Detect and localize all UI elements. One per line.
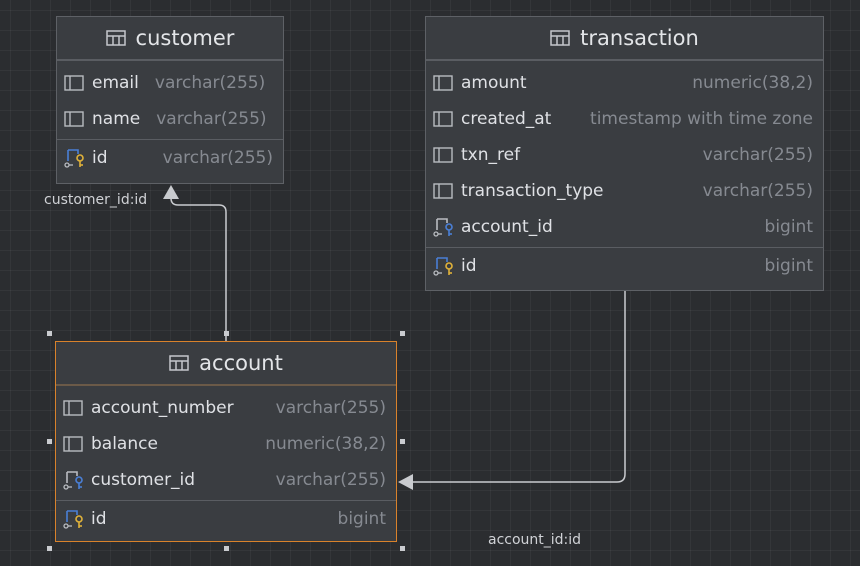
column-row[interactable]: created_at timestamp with time zone — [426, 101, 823, 137]
primary-key-divider — [56, 500, 396, 501]
column-type: bigint — [764, 217, 813, 237]
column-type: numeric(38,2) — [265, 434, 386, 454]
foreign-key-icon — [433, 217, 455, 237]
resize-handle-bottom-left[interactable] — [47, 546, 52, 551]
relationship-label-customer-id: customer_id:id — [44, 192, 148, 208]
column-name: email — [92, 73, 139, 93]
column-row[interactable]: txn_ref varchar(255) — [426, 137, 823, 173]
entity-title: account — [199, 351, 283, 375]
column-icon — [433, 109, 455, 129]
column-row[interactable]: customer_id varchar(255) — [56, 462, 396, 498]
relationship-label-account-id: account_id:id — [488, 532, 582, 548]
column-row[interactable]: id bigint — [56, 501, 396, 537]
entity-header: transaction — [426, 17, 823, 61]
primary-key-icon — [63, 509, 85, 529]
column-name: account_id — [461, 217, 553, 237]
connector-transaction-account[interactable] — [412, 290, 626, 483]
column-row[interactable]: transaction_type varchar(255) — [426, 173, 823, 209]
column-type: timestamp with time zone — [590, 109, 813, 129]
column-row[interactable]: id bigint — [426, 248, 823, 284]
entity-title: transaction — [580, 26, 699, 50]
table-icon — [550, 30, 570, 46]
column-icon — [63, 434, 85, 454]
resize-handle-top-left[interactable] — [47, 331, 52, 336]
entity-header: customer — [57, 17, 283, 61]
column-list: email varchar(255) name varchar(255) id … — [57, 61, 283, 176]
column-icon — [64, 73, 86, 93]
column-icon — [433, 145, 455, 165]
entity-customer[interactable]: customer email varchar(255) name varchar… — [56, 16, 284, 184]
column-type: bigint — [337, 509, 386, 529]
column-row[interactable]: account_number varchar(255) — [56, 390, 396, 426]
primary-key-divider — [426, 247, 823, 248]
column-name: name — [92, 109, 141, 129]
table-icon — [169, 355, 189, 371]
connector-account-customer[interactable] — [170, 197, 227, 341]
column-type: varchar(255) — [275, 470, 386, 490]
arrowhead-customer — [163, 185, 179, 199]
column-list: account_number varchar(255) balance nume… — [56, 386, 396, 537]
entity-title: customer — [135, 26, 235, 50]
entity-account[interactable]: account account_number varchar(255) bala… — [55, 341, 397, 542]
column-icon — [63, 398, 85, 418]
column-type: varchar(255) — [702, 145, 813, 165]
column-row[interactable]: amount numeric(38,2) — [426, 65, 823, 101]
column-type: varchar(255) — [154, 73, 266, 93]
primary-key-icon — [64, 148, 86, 168]
resize-handle-right[interactable] — [400, 439, 405, 444]
column-type: varchar(255) — [275, 398, 386, 418]
column-type: varchar(255) — [702, 181, 813, 201]
primary-key-divider — [57, 139, 283, 140]
column-name: id — [91, 509, 107, 529]
column-type: numeric(38,2) — [692, 73, 813, 93]
entity-header: account — [56, 342, 396, 386]
column-name: customer_id — [91, 470, 196, 490]
column-icon — [64, 109, 86, 129]
column-icon — [433, 73, 455, 93]
column-name: balance — [91, 434, 158, 454]
column-row[interactable]: id varchar(255) — [57, 140, 283, 176]
resize-handle-top-right[interactable] — [400, 331, 405, 336]
column-row[interactable]: account_id bigint — [426, 209, 823, 245]
resize-handle-bottom-right[interactable] — [400, 546, 405, 551]
column-row[interactable]: name varchar(255) — [57, 101, 283, 137]
column-type: bigint — [764, 256, 813, 276]
column-name: created_at — [461, 109, 552, 129]
column-name: amount — [461, 73, 527, 93]
resize-handle-left[interactable] — [47, 439, 52, 444]
arrowhead-account — [398, 474, 413, 490]
resize-handle-bottom[interactable] — [224, 546, 229, 551]
column-name: id — [92, 148, 108, 168]
column-icon — [433, 181, 455, 201]
table-icon — [105, 30, 126, 46]
column-type: varchar(255) — [162, 148, 273, 168]
foreign-key-icon — [63, 470, 85, 490]
column-name: transaction_type — [461, 181, 604, 201]
column-row[interactable]: balance numeric(38,2) — [56, 426, 396, 462]
column-name: txn_ref — [461, 145, 521, 165]
resize-handle-top[interactable] — [224, 331, 229, 336]
column-list: amount numeric(38,2) created_at timestam… — [426, 61, 823, 284]
column-name: account_number — [91, 398, 234, 418]
column-row[interactable]: email varchar(255) — [57, 65, 283, 101]
column-type: varchar(255) — [156, 109, 267, 129]
entity-transaction[interactable]: transaction amount numeric(38,2) created… — [425, 16, 824, 291]
primary-key-icon — [433, 256, 455, 276]
column-name: id — [461, 256, 477, 276]
